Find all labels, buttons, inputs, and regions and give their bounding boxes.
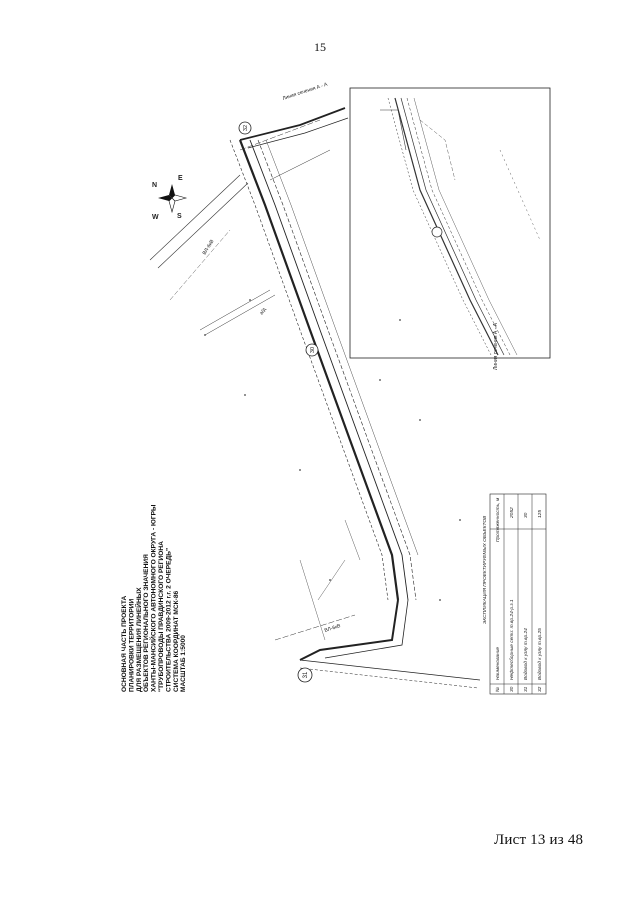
road-label: ВЛ-6кВ xyxy=(324,623,342,634)
svg-text:125: 125 xyxy=(537,510,543,518)
roads xyxy=(149,119,361,641)
inset-frame xyxy=(349,87,551,359)
svg-text:W: W xyxy=(152,214,159,221)
inset-pipeline xyxy=(380,97,541,356)
sheet-label: Лист 13 из 48 xyxy=(494,832,584,848)
svg-text:СИСТЕМА КООРДИНАТ МСК-86: СИСТЕМА КООРДИНАТ МСК-86 xyxy=(173,590,180,692)
marker-31: 31 xyxy=(297,667,313,683)
terrain-symbols xyxy=(204,299,461,601)
marker-30: 30 xyxy=(305,343,319,357)
svg-text:30: 30 xyxy=(523,512,529,518)
svg-text:E: E xyxy=(178,175,183,182)
svg-text:N: N xyxy=(152,182,157,189)
road-label: а/д xyxy=(259,307,268,316)
svg-text:32: 32 xyxy=(537,686,543,692)
compass-icon: N E W S xyxy=(152,175,188,221)
svg-text:Наименование: Наименование xyxy=(495,647,501,680)
svg-text:Водовод к узлу т.вр.24: Водовод к узлу т.вр.24 xyxy=(523,628,529,680)
svg-text:№: № xyxy=(495,687,501,692)
svg-text:S: S xyxy=(177,213,182,220)
svg-text:31: 31 xyxy=(523,686,529,692)
marker-32: 32 xyxy=(238,121,252,135)
svg-text:Нефтесборные сети: т.вр.24-р.з: Нефтесборные сети: т.вр.24-р.з.1 xyxy=(509,599,515,680)
svg-text:ПЛАНИРОВКИ ТЕРРИТОРИИ: ПЛАНИРОВКИ ТЕРРИТОРИИ xyxy=(128,598,135,692)
svg-text:30: 30 xyxy=(509,686,515,692)
svg-text:32: 32 xyxy=(243,125,249,131)
svg-text:ОСНОВНАЯ ЧАСТЬ ПРОЕКТА: ОСНОВНАЯ ЧАСТЬ ПРОЕКТА xyxy=(121,596,128,692)
svg-text:2052: 2052 xyxy=(509,507,515,519)
section-label: Линия сечения А - А xyxy=(493,322,499,370)
table-row: 32 Водовод к узлу т.вр.25 125 xyxy=(537,510,543,692)
road-label: ВЛ-6кВ xyxy=(202,238,216,256)
svg-text:"ТРУБОПРОВОДЫ ПРАВДИНСКОГО РЕГ: "ТРУБОПРОВОДЫ ПРАВДИНСКОГО РЕГИОНА xyxy=(158,541,165,692)
explication-table: ЭКСПЛИКАЦИЯ ПРОЕКТИРУЕМЫХ ОБЪЕКТОВ № Наи… xyxy=(482,493,547,695)
table-row: 30 Нефтесборные сети: т.вр.24-р.з.1 2052 xyxy=(509,507,515,692)
svg-text:ХАНТЫ-МАНСИЙСКОГО АВТОНОМНОГО: ХАНТЫ-МАНСИЙСКОГО АВТОНОМНОГО ОКРУГА - Ю… xyxy=(149,504,158,692)
svg-text:СТРОИТЕЛЬСТВА 2009-2012 г.г. 2: СТРОИТЕЛЬСТВА 2009-2012 г.г. 2 ОЧЕРЕДЬ" xyxy=(165,548,172,692)
inset-marker xyxy=(431,226,443,238)
svg-text:ОБЪЕКТОВ РЕГИОНАЛЬНОГО ЗНАЧЕНИ: ОБЪЕКТОВ РЕГИОНАЛЬНОГО ЗНАЧЕНИЯ xyxy=(143,554,150,692)
map-title-block: ОСНОВНАЯ ЧАСТЬ ПРОЕКТА ПЛАНИРОВКИ ТЕРРИТ… xyxy=(121,504,187,692)
svg-text:30: 30 xyxy=(310,347,316,353)
table-title: ЭКСПЛИКАЦИЯ ПРОЕКТИРУЕМЫХ ОБЪЕКТОВ xyxy=(482,515,488,624)
svg-text:31: 31 xyxy=(303,671,309,678)
page-number: 15 xyxy=(314,40,326,54)
section-label: Линия сечения А - А xyxy=(282,81,329,101)
svg-text:Водовод к узлу т.вр.25: Водовод к узлу т.вр.25 xyxy=(537,628,543,680)
svg-text:ДЛЯ РАЗМЕЩЕНИЯ ЛИНЕЙНЫХ: ДЛЯ РАЗМЕЩЕНИЯ ЛИНЕЙНЫХ xyxy=(134,587,143,692)
pipeline-corridor xyxy=(229,107,481,689)
table-row: 31 Водовод к узлу т.вр.24 30 xyxy=(523,512,529,692)
svg-text:Протяженность, м: Протяженность, м xyxy=(495,497,501,542)
svg-text:МАСШТАБ 1:5000: МАСШТАБ 1:5000 xyxy=(180,635,187,692)
